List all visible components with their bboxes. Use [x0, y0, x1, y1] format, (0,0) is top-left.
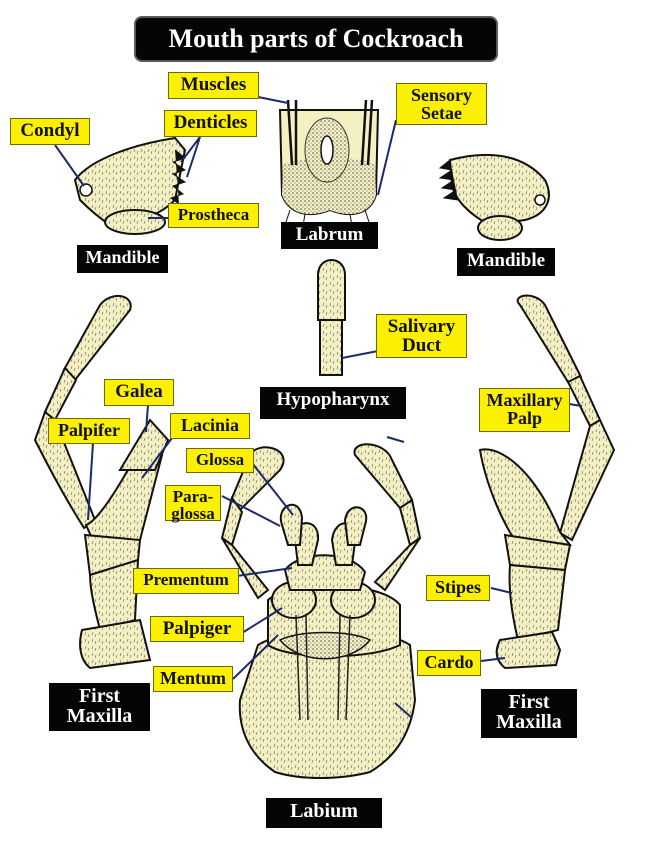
part-labrum: Labrum — [281, 222, 378, 249]
part-first-maxilla-left: First Maxilla — [49, 683, 150, 731]
label-salivary-duct: Salivary Duct — [376, 314, 467, 358]
leader-lines — [54, 96, 583, 719]
label-stipes: Stipes — [426, 575, 490, 601]
left-mandible-drawing — [73, 136, 187, 235]
label-muscles: Muscles — [168, 72, 259, 99]
right-maxilla-drawing — [478, 294, 616, 670]
label-maxillary-palp: Maxillary Palp — [479, 388, 570, 432]
labrum-drawing — [278, 99, 380, 227]
label-prementum: Prementum — [133, 568, 239, 594]
label-sensory-setae: Sensory Setae — [396, 83, 487, 125]
hypopharynx-drawing — [317, 259, 346, 376]
label-denticles: Denticles — [164, 110, 257, 137]
label-paraglossa: Para- glossa — [165, 485, 221, 522]
label-palpiger: Palpiger — [150, 616, 244, 642]
part-mandible-right: Mandible — [457, 248, 555, 276]
part-hypopharynx: Hypopharynx — [260, 387, 406, 419]
diagram-title: Mouth parts of Cockroach — [134, 16, 498, 62]
label-galea: Galea — [104, 379, 174, 406]
part-mandible-left: Mandible — [77, 245, 168, 273]
label-lacinia: Lacinia — [170, 413, 250, 439]
right-mandible-drawing — [438, 153, 550, 241]
part-first-maxilla-right: First Maxilla — [481, 689, 577, 738]
label-cardo: Cardo — [417, 650, 481, 676]
label-prostheca: Prostheca — [168, 203, 259, 228]
label-glossa: Glossa — [186, 448, 254, 473]
part-labium: Labium — [266, 798, 382, 828]
label-palpifer: Palpifer — [48, 418, 130, 444]
left-maxilla-drawing — [33, 295, 170, 670]
labium-drawing — [220, 443, 422, 779]
label-condyl: Condyl — [10, 118, 90, 145]
label-mentum: Mentum — [153, 666, 233, 692]
